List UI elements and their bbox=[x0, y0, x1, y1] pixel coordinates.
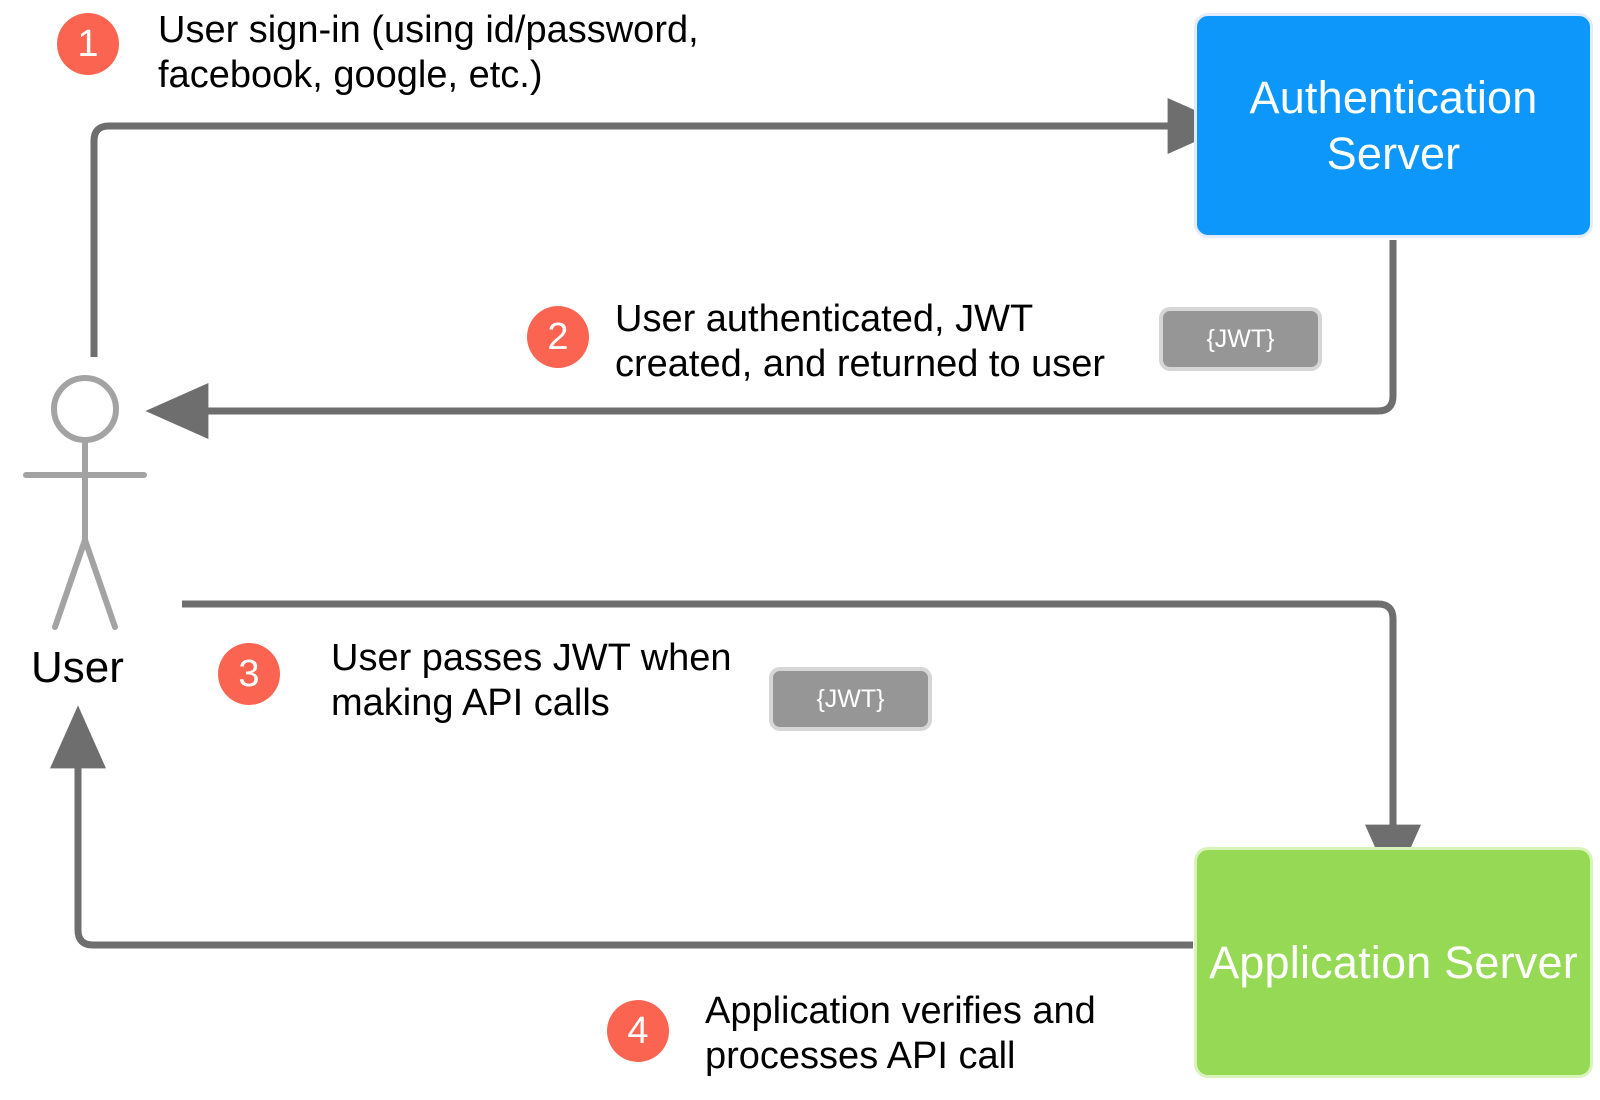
step-caption-1: User sign-in (using id/password, faceboo… bbox=[158, 9, 699, 96]
step-number-3: 3 bbox=[238, 653, 260, 695]
step-badge-2: 2 bbox=[527, 306, 589, 368]
jwt-token-step-2: {JWT} bbox=[1159, 307, 1322, 371]
jwt-token-step-3-label: {JWT} bbox=[816, 684, 885, 713]
actor-head-icon bbox=[51, 375, 119, 443]
jwt-token-step-3: {JWT} bbox=[769, 667, 932, 731]
application-server-node[interactable]: Application Server bbox=[1194, 847, 1593, 1078]
authentication-server-label: Authentication Server bbox=[1249, 71, 1538, 179]
user-stick-figure bbox=[23, 375, 147, 630]
step-caption-3: User passes JWT when making API calls bbox=[331, 637, 732, 724]
step-caption-2: User authenticated, JWT created, and ret… bbox=[615, 298, 1106, 385]
connector-step-2 bbox=[145, 240, 1397, 439]
step-badge-1: 1 bbox=[57, 13, 119, 75]
connector-step-3 bbox=[182, 600, 1421, 888]
step-number-1: 1 bbox=[77, 23, 99, 65]
step-number-4: 4 bbox=[627, 1010, 649, 1052]
connector-step-1 bbox=[90, 98, 1231, 357]
application-server-label: Application Server bbox=[1209, 936, 1578, 988]
connector-step-4 bbox=[50, 705, 1193, 949]
step-number-2: 2 bbox=[547, 316, 569, 358]
actor-leg-left bbox=[52, 537, 88, 630]
actor-leg-right bbox=[82, 537, 118, 630]
user-actor-label: User bbox=[31, 643, 124, 692]
step-badge-3: 3 bbox=[218, 643, 280, 705]
jwt-token-step-2-label: {JWT} bbox=[1206, 324, 1275, 353]
step-badge-4: 4 bbox=[607, 1000, 669, 1062]
step-caption-4: Application verifies and processes API c… bbox=[705, 990, 1096, 1077]
authentication-server-node[interactable]: Authentication Server bbox=[1194, 13, 1593, 238]
